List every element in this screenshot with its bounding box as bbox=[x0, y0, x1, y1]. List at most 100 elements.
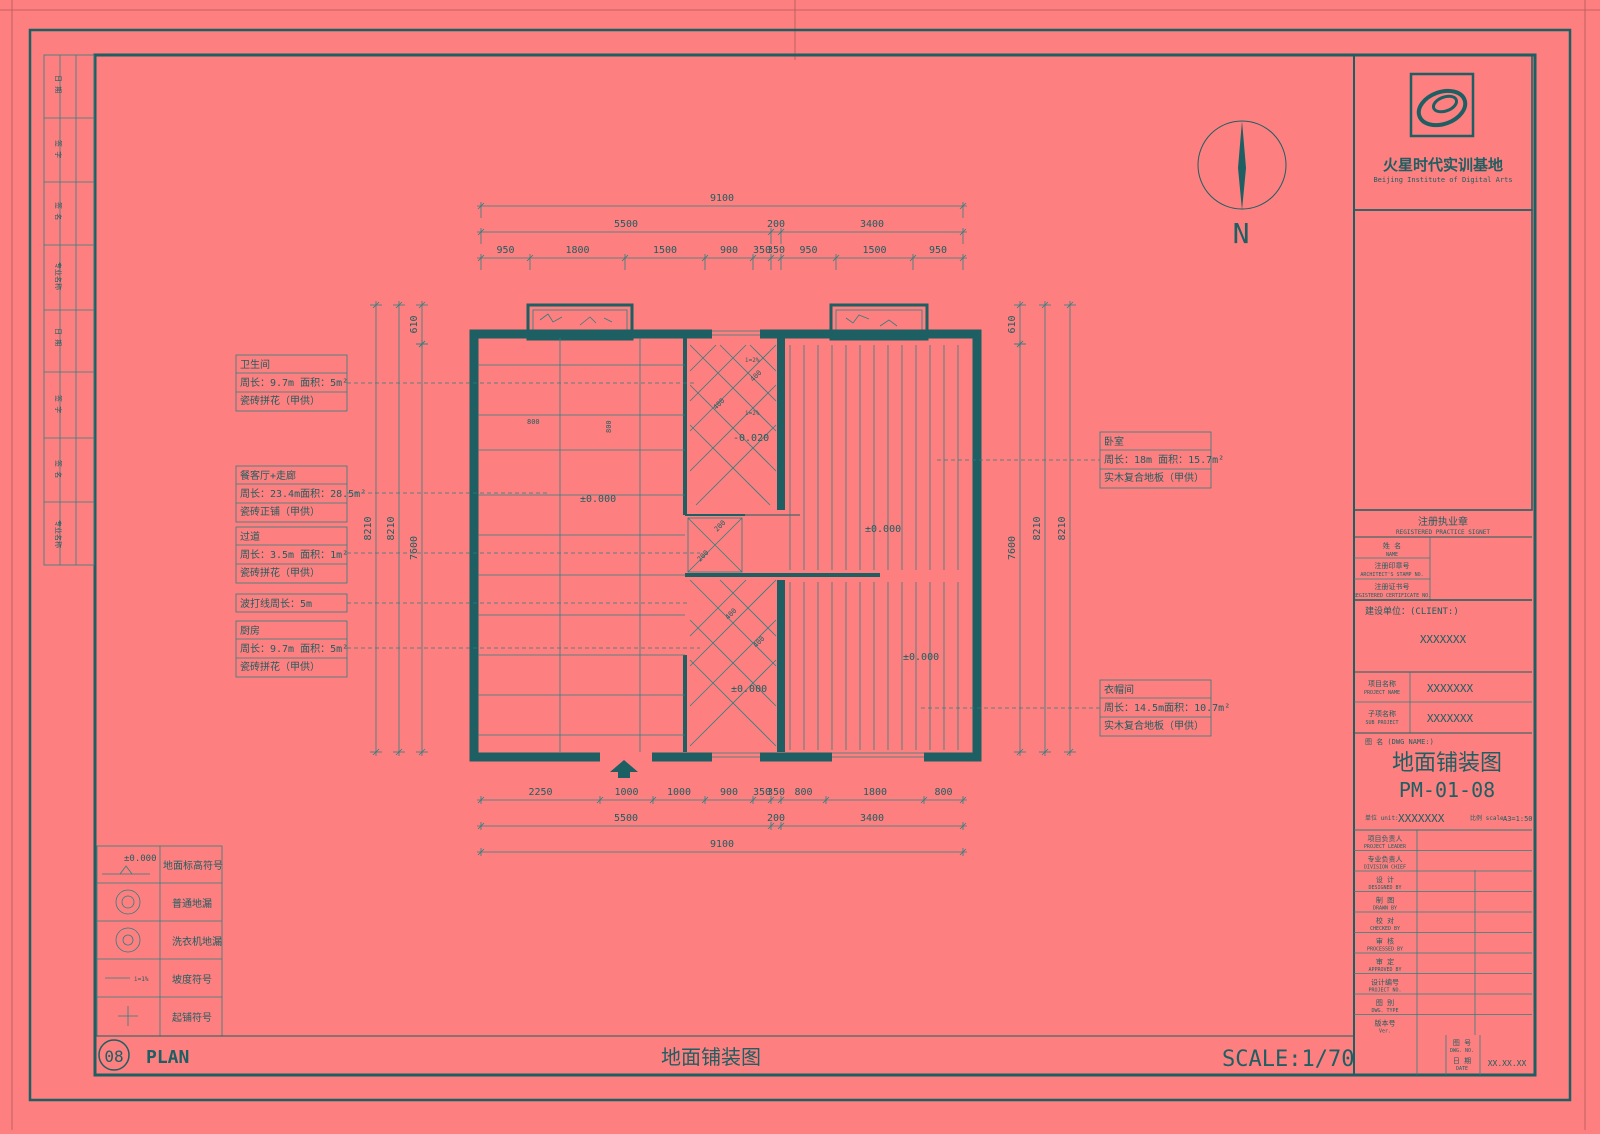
role-cn-3: 制 图 bbox=[1376, 896, 1394, 905]
callout-bedroom-l2: 实木复合地板（甲供） bbox=[1104, 471, 1204, 484]
role-cn-2: 设 计 bbox=[1376, 875, 1394, 884]
view-label: PLAN bbox=[146, 1047, 189, 1068]
dim-top-detail-4: 350 bbox=[753, 245, 771, 256]
role-en-8: DWG. TYPE bbox=[1371, 1008, 1398, 1014]
approval-strip: 日 期 签 字 签 名 专业名称 日 期 签 字 签 名 专业名称 bbox=[43, 54, 95, 566]
dim-bottom-detail-5: 350 bbox=[767, 787, 785, 798]
subproject-cn: 子项名称 bbox=[1368, 709, 1396, 718]
strip-label-1: 日 期 bbox=[54, 75, 62, 93]
strip-label-5: 日 期 bbox=[54, 328, 62, 346]
inner-dim-7: 200 bbox=[713, 519, 728, 534]
level-living: ±0.000 bbox=[580, 494, 616, 505]
slope-2: i=2% bbox=[745, 410, 760, 417]
role-en-2: DESIGNED BY bbox=[1368, 885, 1401, 891]
dim-right-b-0: 7600 bbox=[1007, 536, 1018, 560]
role-en-4: CHECKED BY bbox=[1370, 926, 1400, 932]
sheet-no-en: DWG. NO. bbox=[1450, 1048, 1474, 1054]
drawing-title: 地面铺装图 bbox=[1392, 751, 1502, 776]
role-en-1: DIVISION CHIEF bbox=[1364, 865, 1406, 871]
practice-seal-box: 注册执业章 REGISTERED PRACTICE SIGNET 姓 名 NAM… bbox=[1353, 515, 1532, 600]
seal-name-en: NAME bbox=[1386, 552, 1398, 558]
dim-top-detail-6: 950 bbox=[799, 245, 817, 256]
strip-label-7: 签 名 bbox=[54, 460, 63, 478]
role-cn-5: 审 核 bbox=[1376, 937, 1394, 946]
client-label: 建设单位：(CLIENT:) bbox=[1365, 605, 1459, 617]
callout-hall-l2: 瓷砖拼花（甲供） bbox=[240, 566, 320, 579]
dim-bottom-detail-0: 2250 bbox=[528, 787, 552, 798]
dim-left-c-0: 8210 bbox=[386, 516, 397, 540]
strip-label-8: 专业名称 bbox=[54, 520, 63, 548]
level-bath: -0.020 bbox=[733, 433, 769, 444]
dim-top-detail-2: 1500 bbox=[653, 245, 677, 256]
level-closet: ±0.000 bbox=[903, 652, 939, 663]
north-arrow: N bbox=[1197, 120, 1287, 250]
role-cn-8: 图 别 bbox=[1376, 998, 1394, 1007]
seal-cert-cn: 注册证书号 bbox=[1375, 582, 1410, 591]
unit-value: XXXXXXX bbox=[1398, 812, 1445, 825]
client-value: XXXXXXX bbox=[1420, 633, 1467, 646]
dim-bottom-detail-8: 800 bbox=[934, 787, 952, 798]
dim-top-detail-5: 350 bbox=[767, 245, 785, 256]
legend-label-5: 起铺符号 bbox=[172, 1011, 212, 1024]
unit-label: 单位 unit: bbox=[1365, 814, 1399, 822]
dim-bottom-detail-1: 1000 bbox=[614, 787, 638, 798]
callout-bedroom-l1: 周长：18m 面积：15.7m² bbox=[1104, 454, 1224, 466]
inner-dim-4: 400 bbox=[712, 397, 727, 412]
seal-stamp-en: ARCHITECT'S STAMP NO. bbox=[1360, 572, 1423, 578]
dim-top-detail-8: 950 bbox=[929, 245, 947, 256]
entry-arrow bbox=[610, 760, 638, 778]
role-en-9: Ver. bbox=[1379, 1029, 1391, 1035]
date-cn: 日 期 bbox=[1453, 1057, 1471, 1065]
date-en: DATE bbox=[1456, 1066, 1468, 1072]
legend-symbol-1: ±0.000 bbox=[124, 854, 157, 864]
company-logo: 火星时代实训基地 Beijing Institute of Digital Ar… bbox=[1373, 72, 1513, 184]
legend-label-4: 坡度符号 bbox=[172, 973, 212, 986]
role-en-7: PROJECT NO. bbox=[1368, 988, 1401, 994]
inner-dim-1: 800 bbox=[527, 418, 540, 426]
callout-bath-l1: 周长：9.7m 面积：5m² bbox=[240, 377, 348, 389]
strip-label-4: 专业名称 bbox=[54, 262, 63, 290]
dim-top-mid-2: 3400 bbox=[860, 219, 884, 230]
callout-living-l2: 瓷砖正铺（甲供） bbox=[240, 505, 320, 518]
inner-dim-5: 400 bbox=[724, 607, 739, 622]
callout-bath-title: 卫生间 bbox=[240, 358, 270, 371]
role-cn-4: 校 对 bbox=[1376, 916, 1394, 925]
dim-top-mid-1: 200 bbox=[767, 219, 785, 230]
subproject-en: SUB PROJECT bbox=[1365, 720, 1398, 726]
dim-bottom-total-0: 9100 bbox=[710, 839, 734, 850]
floor-plan bbox=[469, 303, 982, 778]
callout-kitchen-l1: 周长：9.7m 面积：5m² bbox=[240, 643, 348, 655]
project-name-value: XXXXXXX bbox=[1427, 682, 1474, 695]
level-bedroom: ±0.000 bbox=[865, 524, 901, 535]
legend-symbol-4: i=1% bbox=[134, 976, 149, 983]
seal-subtitle: REGISTERED PRACTICE SIGNET bbox=[1396, 529, 1490, 536]
drawing-name-label: 图 名 (DWG NAME:) bbox=[1365, 737, 1434, 746]
role-cn-9: 版本号 bbox=[1375, 1019, 1396, 1028]
dim-bottom-mid-2: 3400 bbox=[860, 813, 884, 824]
title-block: 火星时代实训基地 Beijing Institute of Digital Ar… bbox=[1353, 54, 1533, 1075]
scale-text: SCALE:1/70 bbox=[1222, 1047, 1354, 1072]
legend: ±0.000 地面标高符号 普通地漏 洗衣机地漏 i=1% 坡度符号 起铺符号 bbox=[96, 845, 223, 1037]
seal-cert-en: REGISTERED CERTIFICATE NO. bbox=[1353, 593, 1431, 599]
seal-name-cn: 姓 名 bbox=[1383, 541, 1401, 550]
date-value: XX.XX.XX bbox=[1488, 1059, 1527, 1068]
dim-right-a-0: 610 bbox=[1007, 315, 1018, 333]
scale-value: A3=1:50 bbox=[1503, 815, 1533, 823]
inner-dim-3: 400 bbox=[749, 369, 764, 384]
dim-bottom-detail-6: 800 bbox=[794, 787, 812, 798]
dim-bottom-detail-4: 350 bbox=[753, 787, 771, 798]
role-cn-6: 审 定 bbox=[1376, 957, 1394, 966]
role-en-5: PROCESSED BY bbox=[1367, 947, 1403, 953]
north-label: N bbox=[1233, 217, 1250, 250]
company-name-cn: 火星时代实训基地 bbox=[1383, 156, 1503, 174]
callout-hall-title: 过道 bbox=[240, 530, 260, 543]
dim-bottom-mid-0: 5500 bbox=[614, 813, 638, 824]
dim-left-d-0: 7600 bbox=[409, 536, 420, 560]
callout-living-l1: 周长：23.4m面积：28.5m² bbox=[240, 488, 366, 500]
legend-label-2: 普通地漏 bbox=[172, 897, 212, 910]
company-name-en: Beijing Institute of Digital Arts bbox=[1373, 176, 1512, 184]
legend-label-3: 洗衣机地漏 bbox=[172, 935, 222, 948]
